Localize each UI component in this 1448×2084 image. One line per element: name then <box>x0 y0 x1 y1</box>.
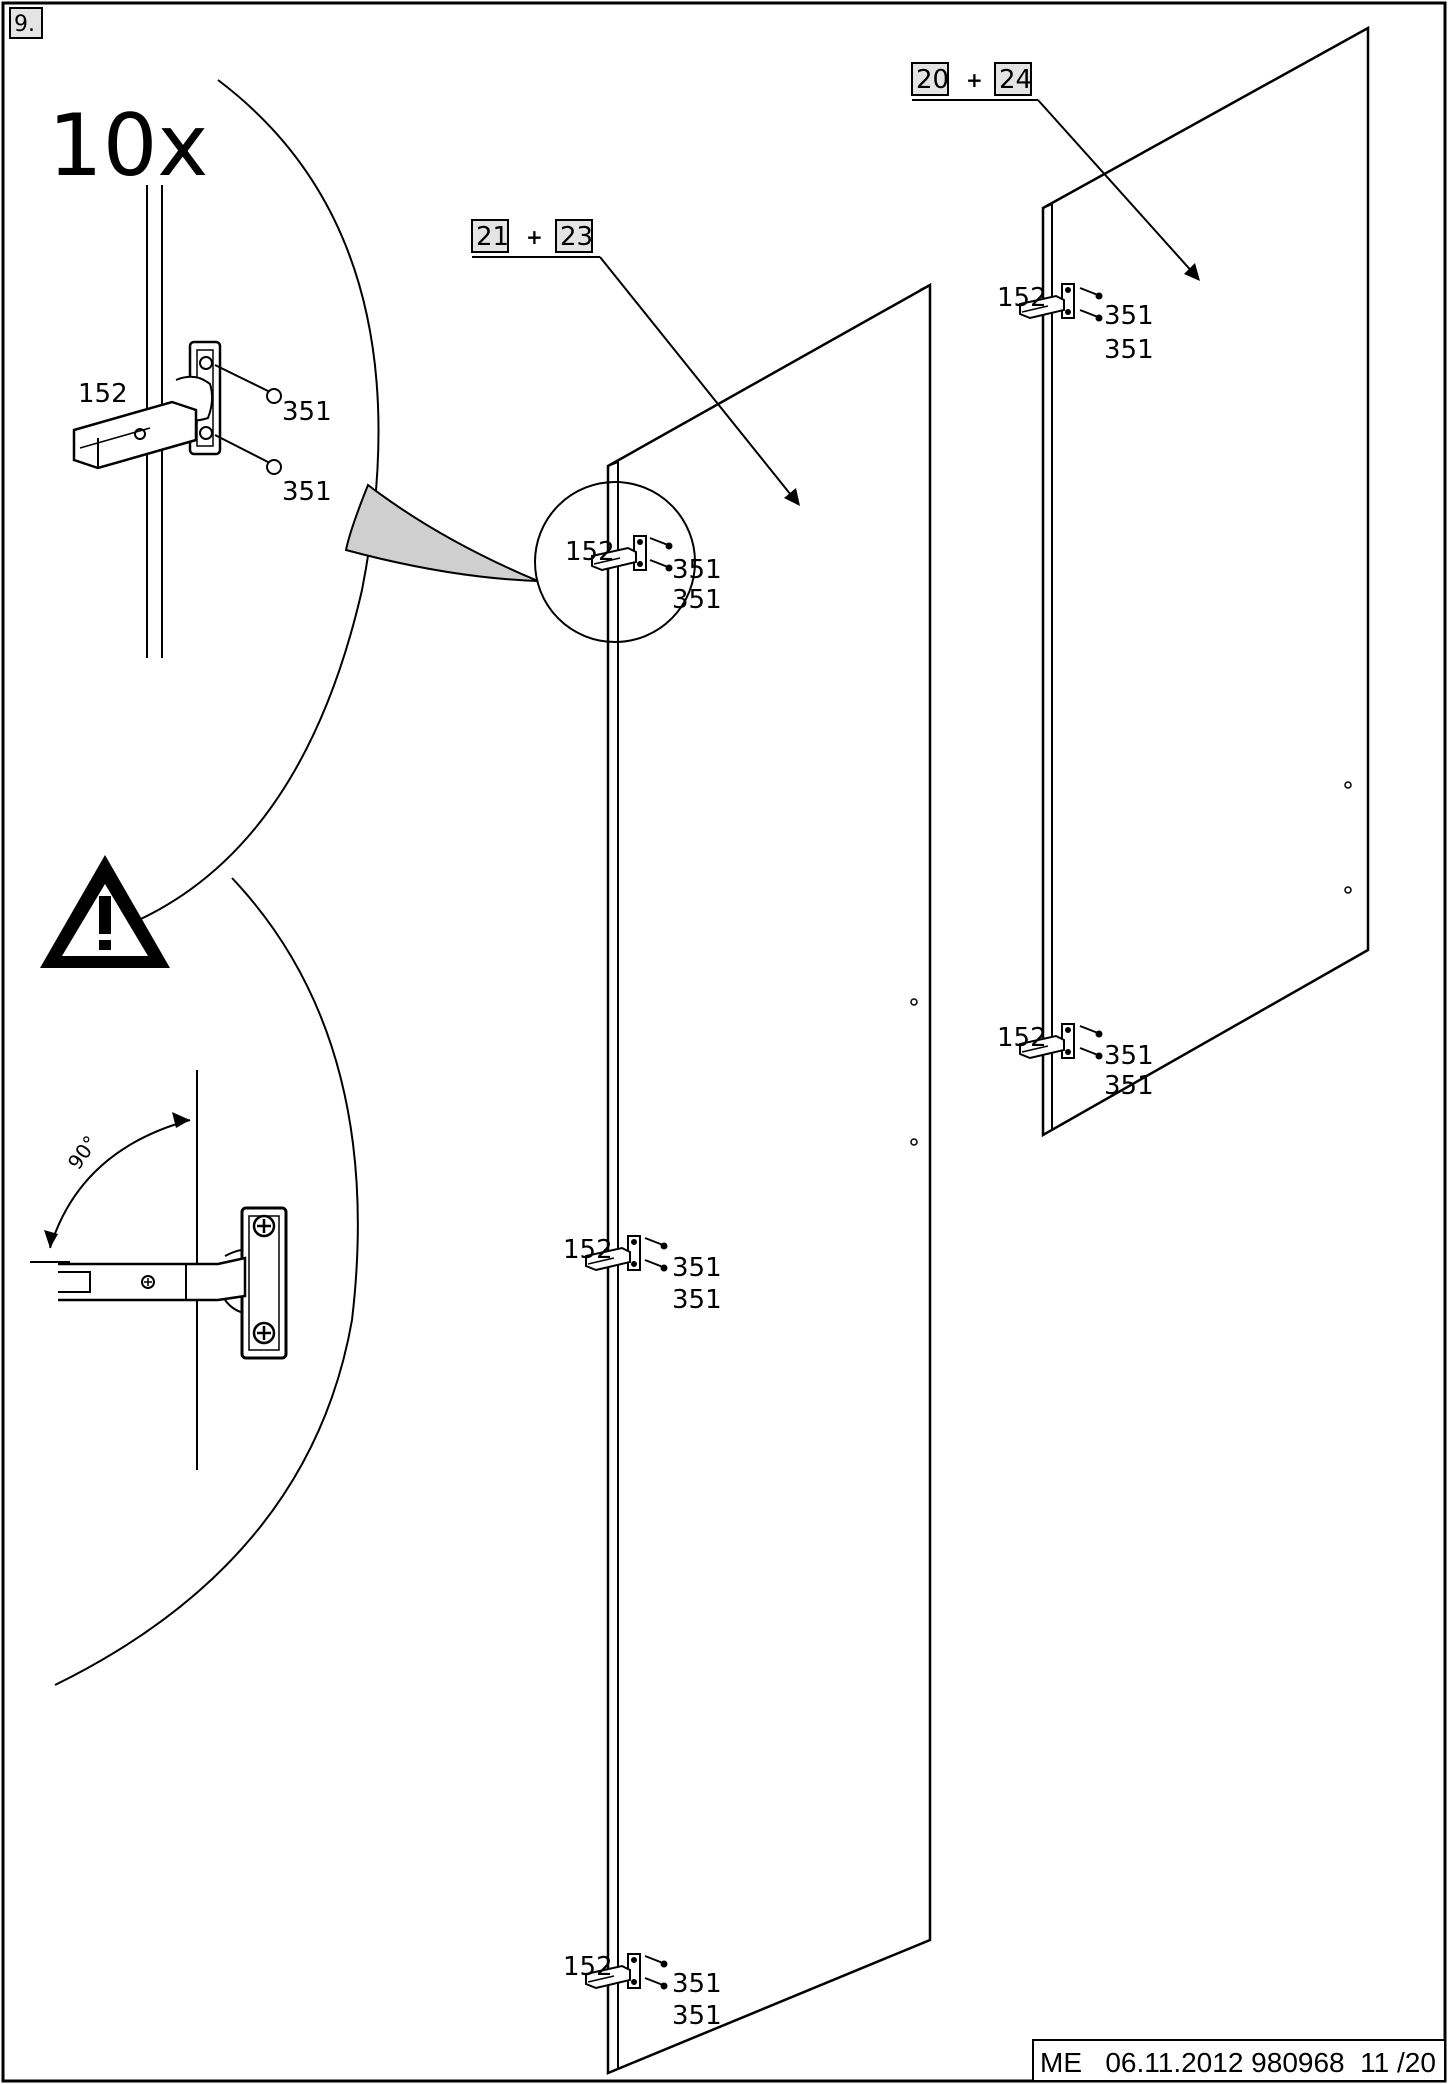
svg-text:9.: 9. <box>14 12 35 37</box>
quantity-label: 10x <box>48 96 208 196</box>
hinge-left-middle: 152 351 351 <box>563 1235 722 1315</box>
svg-text:152: 152 <box>563 1235 613 1265</box>
part-number: 23 <box>560 222 593 252</box>
svg-text:351: 351 <box>672 585 722 615</box>
svg-text:351: 351 <box>672 1285 722 1315</box>
detail-marker-circle <box>534 481 696 643</box>
svg-text:152: 152 <box>997 1023 1047 1053</box>
door-panel-left <box>606 282 932 2075</box>
hinge-part-label: 152 <box>78 379 128 409</box>
svg-text:351: 351 <box>1104 1071 1154 1101</box>
step-number: 9. <box>9 7 43 39</box>
door-panel-right <box>1041 25 1370 1138</box>
svg-text:351: 351 <box>672 2001 722 2031</box>
svg-text:351: 351 <box>1104 1041 1154 1071</box>
svg-text:ME 06.11.2012 980968 11 /20: ME 06.11.2012 980968 11 /20 <box>1040 2047 1436 2078</box>
svg-text:152: 152 <box>565 537 615 567</box>
svg-text:351: 351 <box>672 1253 722 1283</box>
hinge-left-top: 152 351 351 <box>565 535 722 615</box>
part-callout-right-door: 20 + 24 <box>911 62 1200 281</box>
hinge-left-bottom: 152 351 351 <box>563 1952 722 2031</box>
footer-document-info: ME 06.11.2012 980968 11 /20 <box>1032 2039 1446 2082</box>
svg-text:351: 351 <box>672 555 722 585</box>
svg-text:351: 351 <box>1104 301 1154 331</box>
hinge-right-bottom: 152 351 351 <box>997 1023 1154 1101</box>
svg-text:152: 152 <box>997 283 1047 313</box>
magnifier-wedge <box>344 483 539 582</box>
hinge-detail-callout: 10x 152 351 351 <box>48 79 539 931</box>
part-number: 20 <box>916 65 949 95</box>
screw-part-label-bottom: 351 <box>282 477 332 507</box>
screw-part-label-top: 351 <box>282 397 332 427</box>
angle-detail-callout: 90° <box>30 855 359 1686</box>
screw-icon <box>214 364 282 475</box>
svg-text:351: 351 <box>1104 335 1154 365</box>
hinge-right-top: 152 351 351 <box>997 283 1154 365</box>
svg-text:+: + <box>526 225 543 249</box>
part-number: 24 <box>999 65 1032 95</box>
svg-text:351: 351 <box>672 1969 722 1999</box>
warning-icon <box>40 855 170 968</box>
part-callout-left-door: 21 + 23 <box>471 219 800 506</box>
part-number: 21 <box>476 222 509 252</box>
angle-label: 90° <box>63 1131 103 1174</box>
svg-text:+: + <box>966 68 983 92</box>
hinge-icon <box>72 340 222 470</box>
svg-text:152: 152 <box>563 1952 613 1982</box>
hinge-top-view <box>58 1206 288 1360</box>
